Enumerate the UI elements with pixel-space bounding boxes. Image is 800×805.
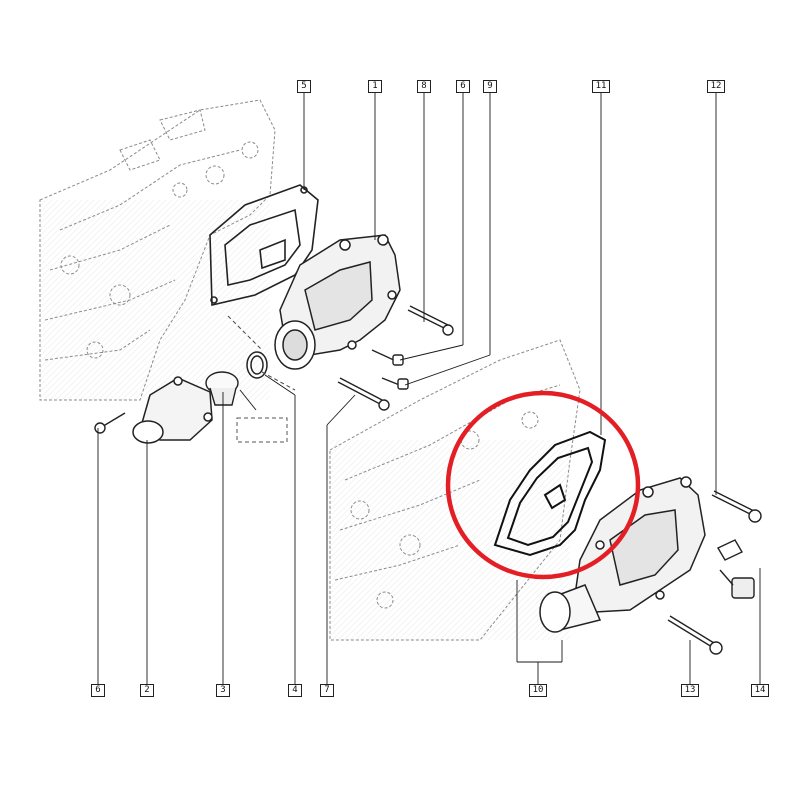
callout-3: 3 bbox=[216, 684, 230, 697]
outlet-part-2 bbox=[132, 376, 213, 444]
callout-5: 5 bbox=[297, 80, 311, 93]
thermostat-outline-box bbox=[236, 417, 288, 443]
leader-lines bbox=[97, 92, 761, 684]
callout-9: 9 bbox=[483, 80, 497, 93]
highlight-circle bbox=[445, 390, 641, 580]
callout-2: 2 bbox=[140, 684, 154, 697]
callout-4: 4 bbox=[288, 684, 302, 697]
pump-housing-part-1 bbox=[274, 234, 401, 370]
bolt-part-7 bbox=[337, 377, 390, 411]
callout-6-top: 6 bbox=[456, 80, 470, 93]
callout-1: 1 bbox=[368, 80, 382, 93]
bolt-part-6-upper bbox=[371, 349, 404, 366]
callout-7: 7 bbox=[320, 684, 334, 697]
bolt-part-13 bbox=[667, 615, 723, 655]
sensor-part-14 bbox=[717, 539, 755, 599]
callout-12: 12 bbox=[707, 80, 725, 93]
bolt-part-9 bbox=[381, 377, 409, 390]
callout-14: 14 bbox=[751, 684, 769, 697]
callout-6-bottom: 6 bbox=[91, 684, 105, 697]
pump-assembly-part-10 bbox=[539, 476, 706, 633]
bolt-part-12 bbox=[711, 490, 762, 523]
callout-8: 8 bbox=[417, 80, 431, 93]
callout-11: 11 bbox=[592, 80, 610, 93]
callout-13: 13 bbox=[681, 684, 699, 697]
gasket-part-11 bbox=[493, 430, 607, 557]
seal-part-4 bbox=[246, 351, 268, 379]
bolt-part-6-lower bbox=[94, 412, 126, 434]
callout-10: 10 bbox=[529, 684, 547, 697]
bolt-part-8 bbox=[407, 305, 454, 336]
